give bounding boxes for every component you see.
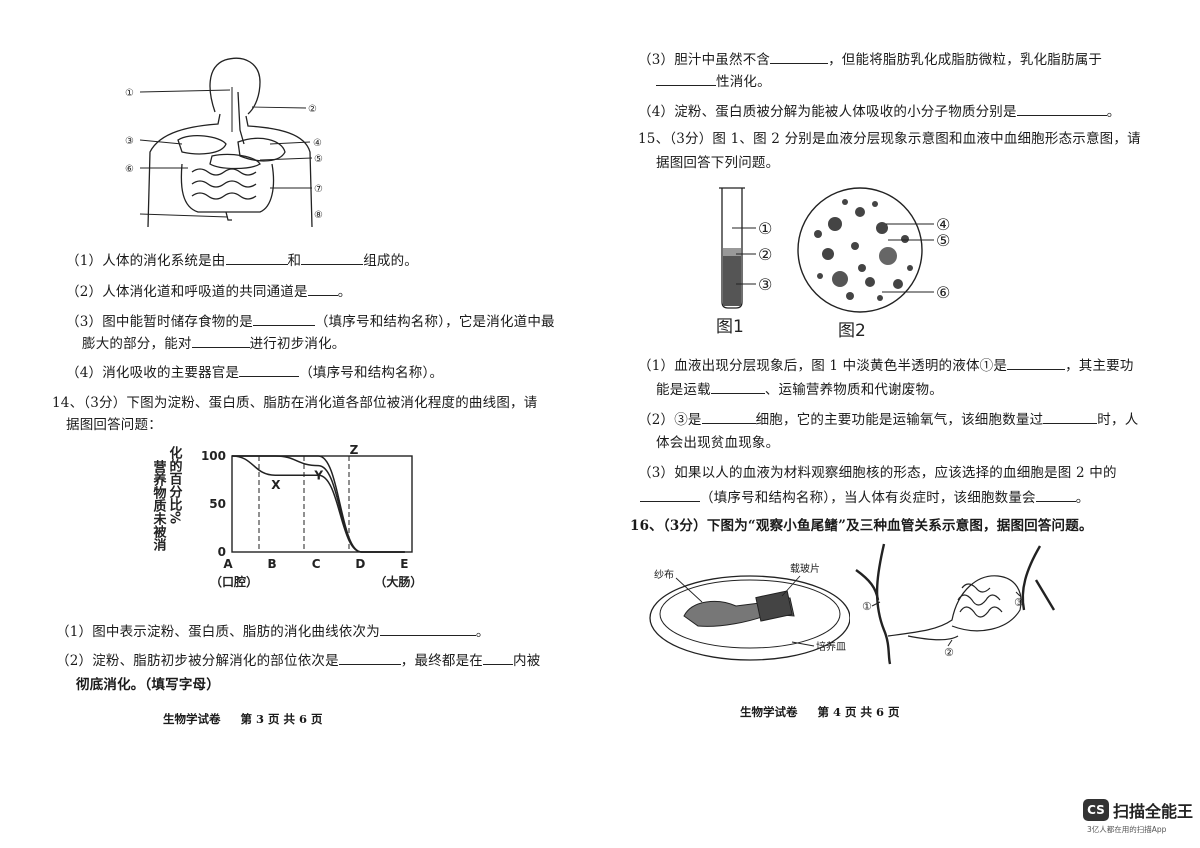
answer-blank[interactable] [225, 251, 288, 265]
label-5: ⑤ [314, 154, 323, 165]
q15-part1a: （1）血液出现分层现象后，图 1 中淡黄色半透明的液体①是，其主要功 [638, 356, 1134, 374]
tube-label-3: ③ [758, 275, 772, 294]
cell-label-4: ④ [936, 215, 950, 234]
answer-blank[interactable] [656, 72, 716, 86]
chart-series-label-y: Y [313, 469, 323, 483]
exam-page-3: ① ③ ⑥ ② ④ ⑤ ⑦ ⑧ （1）人体的消化系统是由和组成的。 （2）人体消… [52, 57, 555, 726]
q13-cont-part4: （4）淀粉、蛋白质被分解为能被人体吸收的小分子物质分别是。 [638, 102, 1121, 120]
label-dish: 培养皿 [816, 640, 846, 653]
q13-part2: （2）人体消化道和呼吸道的共同通道是。 [66, 282, 352, 300]
q15-part2a: （2）③是细胞，它的主要功能是运输氧气，该细胞数量过时，人 [638, 410, 1139, 428]
answer-blank[interactable] [1035, 488, 1076, 502]
scanner-tagline: 3亿人都在用的扫描App [1087, 825, 1167, 834]
test-tube [719, 187, 745, 309]
chart-x-tick-label: D [355, 557, 365, 571]
q14-part1: （1）图中表示淀粉、蛋白质、脂肪的消化曲线依次为。 [56, 622, 490, 640]
label-8: ⑧ [314, 210, 323, 221]
microscope-field [797, 187, 923, 313]
q15-part3a: （3）如果以人的血液为材料观察细胞核的形态，应该选择的血细胞是图 2 中的 [638, 465, 1117, 481]
blood-figures: ① ② ③ 图1 ④ ⑤ ⑥ 图2 [716, 187, 950, 341]
vessel-label-2: ② [944, 646, 954, 659]
label-2: ② [308, 104, 317, 115]
chart-series-label-z: Z [350, 443, 359, 457]
answer-blank[interactable] [191, 334, 250, 348]
q13-cont-part3a: （3）胆汁中虽然不含，但能将脂肪乳化成脂肪微粒，乳化脂肪属于 [638, 50, 1103, 68]
chart-x-tick-label: B [268, 557, 277, 571]
label-gauze: 纱布 [654, 569, 674, 581]
label-6: ⑥ [125, 164, 134, 175]
vessel-label-3: ③ [1014, 596, 1024, 609]
answer-blank[interactable] [483, 651, 513, 665]
answer-blank[interactable] [239, 363, 300, 377]
blood-vessel-diagram: ① ② ③ [855, 543, 1056, 665]
chart-series-label-x: X [271, 478, 281, 492]
scanner-app-name: 扫描全能王 [1113, 802, 1194, 821]
answer-blank[interactable] [770, 50, 829, 64]
answer-blank[interactable] [710, 380, 765, 394]
answer-blank[interactable] [307, 282, 338, 296]
q13-part3a: （3）图中能暂时储存食物的是（填序号和结构名称），它是消化道中最 [66, 312, 555, 330]
chart-y-tick-label: 100 [201, 449, 226, 463]
chart-series-line-z [231, 455, 405, 553]
chart-x-annotation: （大肠） [374, 574, 422, 589]
q14-intro-a: 14、（3分）下图为淀粉、蛋白质、脂肪在消化道各部位被消化程度的曲线图，请 [52, 395, 538, 411]
chart-y-label-right: 化的百分比% [167, 445, 183, 524]
exam-page-4: （3）胆汁中虽然不含，但能将脂肪乳化成脂肪微粒，乳化脂肪属于 性消化。 （4）淀… [600, 0, 1200, 848]
label-1: ① [125, 88, 134, 99]
figure-2-caption: 图2 [838, 321, 866, 341]
q15-intro-b: 据图回答下列问题。 [656, 155, 780, 171]
answer-blank[interactable] [701, 410, 756, 424]
q13-cont-part3b: 性消化。 [656, 72, 771, 91]
chart-x-tick-label: C [312, 557, 321, 571]
tube-label-1: ① [758, 219, 772, 238]
scanner-app-logo: CS 扫描全能王 3亿人都在用的扫描App [1083, 797, 1193, 837]
chart-x-tick-label: E [400, 557, 408, 571]
answer-blank[interactable] [1016, 102, 1107, 116]
vessel-label-1: ① [862, 600, 872, 613]
answer-blank[interactable] [1043, 410, 1098, 424]
label-3: ③ [125, 136, 134, 147]
q14-intro-b: 据图回答问题： [66, 417, 162, 433]
answer-blank[interactable] [1007, 356, 1066, 370]
figure-1-caption: 图1 [716, 317, 744, 337]
q15-part1b: 能是运载、运输营养物质和代谢废物。 [656, 380, 943, 398]
answer-blank[interactable] [338, 651, 401, 665]
answer-blank[interactable] [640, 488, 700, 502]
label-7: ⑦ [314, 184, 323, 195]
tube-label-2: ② [758, 245, 772, 264]
chart-x-annotation: （口腔） [210, 574, 258, 589]
answer-blank[interactable] [252, 312, 315, 326]
answer-blank[interactable] [301, 251, 364, 265]
q15-part2b: 体会出现贫血现象。 [656, 435, 780, 451]
cs-badge-icon: CS [1083, 799, 1109, 821]
chart-plot-frame [231, 455, 413, 553]
cell-label-6: ⑥ [936, 283, 950, 302]
q15-part3b: （填序号和结构名称），当人体有炎症时，该细胞数量会。 [640, 488, 1089, 507]
chart-y-tick-label: 0 [218, 545, 226, 559]
answer-blank[interactable] [379, 622, 476, 636]
digestion-curve-chart: 0 50 100A （口腔） B C D E （大肠） 营养物质未被消化的百分比% X Y Z [151, 443, 423, 589]
footer-right: 生物学试卷 第 4 页 共 6 页 [740, 705, 900, 719]
fish-tail-observation-diagram: 纱布 载玻片 培养皿 [649, 562, 850, 661]
chart-y-label-left: 营养物质未被消 [151, 459, 168, 552]
q14-part2a: （2）淀粉、脂肪初步被分解消化的部位依次是，最终都是在内被 [56, 651, 541, 669]
q15-intro-a: 15、（3分）图 1、图 2 分别是血液分层现象示意图和血液中血细胞形态示意图，… [638, 131, 1141, 147]
chart-x-tick-label: A [223, 557, 233, 571]
label-4: ④ [313, 138, 322, 149]
q14-part2b: 彻底消化。（填写字母） [76, 677, 220, 693]
chart-y-tick-label: 50 [209, 497, 226, 511]
q16-intro: 16、（3分）下图为“观察小鱼尾鳍”及三种血管关系示意图，据图回答问题。 [630, 518, 1093, 534]
q13-part1: （1）人体的消化系统是由和组成的。 [66, 251, 419, 269]
q13-part4: （4）消化吸收的主要器官是（填序号和结构名称）。 [66, 363, 444, 381]
digestive-system-diagram: ① ③ ⑥ ② ④ ⑤ ⑦ ⑧ [125, 57, 323, 227]
footer-left: 生物学试卷 第 3 页 共 6 页 [163, 712, 323, 726]
label-slide: 载玻片 [790, 562, 820, 575]
q13-part3b: 膨大的部分，能对进行初步消化。 [82, 334, 346, 352]
cell-label-5: ⑤ [936, 231, 950, 250]
